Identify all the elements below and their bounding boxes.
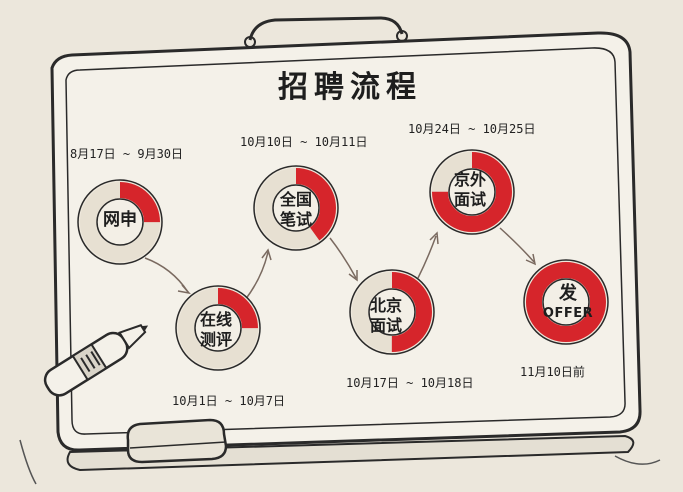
step-label-apply: 网申	[103, 210, 137, 230]
step-ring-progress	[352, 272, 432, 352]
step-date-offer: 11月10日前	[520, 365, 585, 379]
step-date-apply: 8月17日 ~ 9月30日	[70, 147, 184, 161]
step-ring-center	[448, 168, 496, 216]
step-ring-apply	[77, 179, 163, 265]
step-label-offer-char: 发	[559, 283, 577, 304]
step-ring-progress	[256, 168, 336, 248]
page-title: 招聘流程	[278, 70, 422, 105]
board-tray	[66, 434, 635, 472]
step-ring-center	[368, 288, 416, 336]
step-ring-center	[96, 198, 144, 246]
step-label-offer-text: 发 OFFER	[538, 284, 598, 324]
step-date-online-test: 10月1日 ~ 10月7日	[172, 394, 286, 408]
step-date-written-test: 10月10日 ~ 10月11日	[240, 135, 368, 149]
step-label-nonbeijing-interview: 京外面试	[453, 170, 486, 209]
eraser-icon	[126, 418, 228, 464]
step-date-beijing-interview: 10月17日 ~ 10月18日	[346, 376, 474, 390]
whiteboard-inner	[65, 47, 626, 435]
flow-arrows	[144, 227, 537, 301]
step-ring-offer	[523, 259, 609, 345]
step-ring-written-test	[253, 165, 339, 251]
step-label-offer-word: OFFER	[542, 306, 594, 321]
step-label-beijing-interview: 北京面试	[369, 296, 402, 335]
step-ring-online-test	[175, 285, 261, 371]
step-date-nonbeijing-interview: 10月24日 ~ 10月25日	[408, 122, 536, 136]
step-label-written-test: 全国笔试	[279, 190, 312, 229]
step-ring-center	[194, 304, 242, 352]
step-ring-progress	[526, 262, 606, 342]
step-ring-beijing-interview	[349, 269, 435, 355]
step-ring-center	[272, 184, 320, 232]
step-ring-progress	[178, 288, 258, 368]
step-ring-progress	[80, 182, 160, 262]
step-ring-center	[542, 278, 590, 326]
board-handle	[248, 16, 404, 41]
marker-pen-icon	[43, 324, 149, 397]
step-label-offer: 发 OFFER	[538, 284, 598, 324]
step-ring-nonbeijing-interview	[429, 149, 515, 235]
step-ring-progress	[432, 152, 512, 232]
step-label-online-test: 在线测评	[199, 310, 232, 349]
